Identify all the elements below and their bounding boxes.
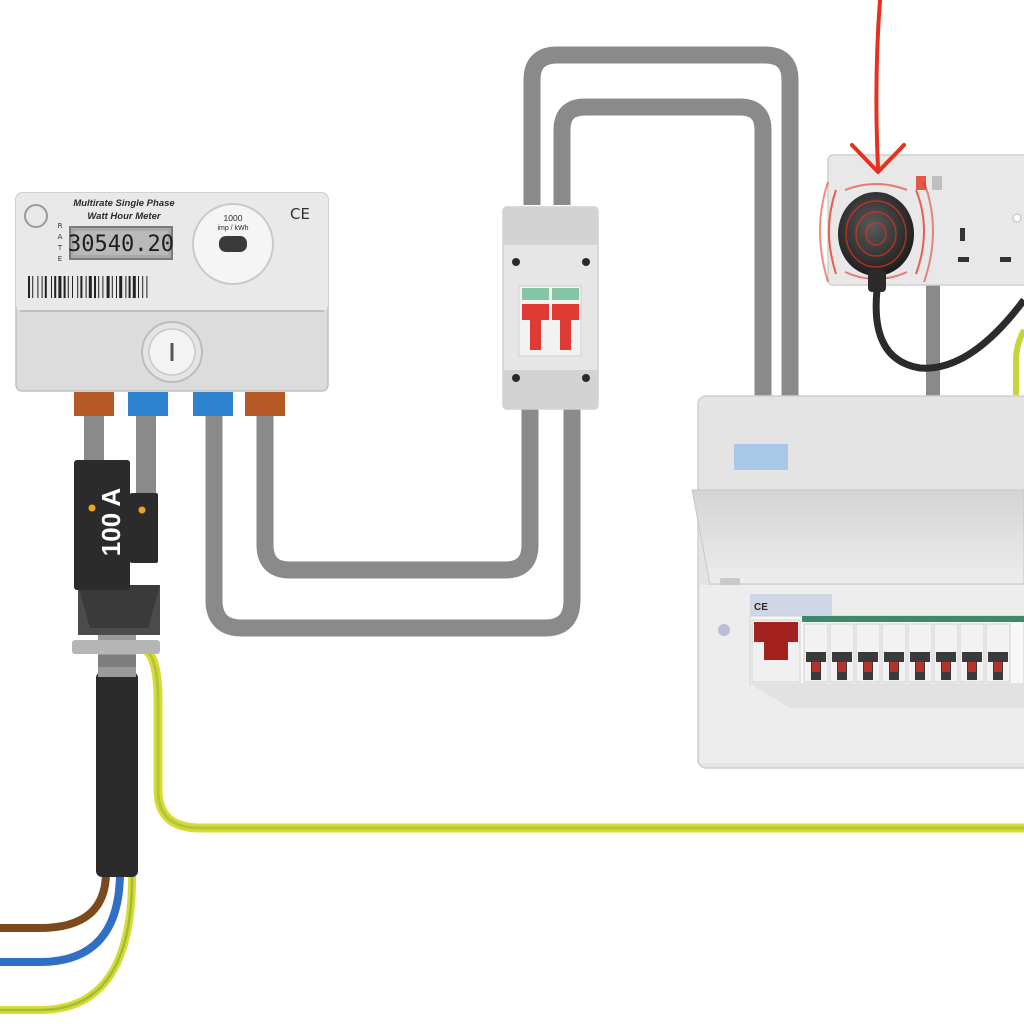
isolator-tail-outer bbox=[523, 46, 799, 400]
meter-tail-inner bbox=[256, 405, 539, 579]
rate-letter-e: E bbox=[58, 255, 62, 263]
supply-brown-conductor bbox=[0, 871, 110, 932]
supply-blue-conductor bbox=[0, 871, 124, 966]
supply-cable-gland bbox=[98, 632, 136, 677]
rate-letter-a: A bbox=[58, 233, 63, 241]
consumer-unit-ce-mark: CE bbox=[754, 602, 768, 613]
consumer-unit-label bbox=[734, 444, 788, 470]
meter-title-line2: Watt Hour Meter bbox=[87, 211, 161, 222]
meter-to-fuse-tail-right bbox=[136, 410, 156, 495]
meter-terminal-blue-out bbox=[193, 392, 233, 416]
socket-earth bbox=[1013, 328, 1024, 395]
consumer-unit-lid bbox=[691, 489, 1024, 585]
isolator-toggle-right bbox=[552, 288, 579, 300]
annotation-arrow bbox=[850, 0, 906, 174]
consumer-unit: CE bbox=[691, 395, 1024, 769]
meter-terminal-blue-in bbox=[128, 392, 168, 416]
isolator-tail-inner bbox=[553, 98, 772, 400]
meter-indicator-light bbox=[24, 204, 48, 228]
supply-earth-conductor bbox=[0, 871, 137, 1014]
meter-tail-outer bbox=[205, 405, 581, 637]
mcb-row bbox=[803, 623, 1011, 683]
rate-letter-t: T bbox=[57, 244, 63, 252]
meter-barcode bbox=[28, 276, 148, 298]
meter-impulse-unit: imp / kWh bbox=[217, 225, 248, 232]
meter-title-line1: Multirate Single Phase bbox=[73, 198, 175, 209]
meter-ce-mark: CE bbox=[290, 205, 310, 223]
meter-to-fuse-tail-left bbox=[84, 410, 104, 465]
meter-terminal-brown-out bbox=[245, 392, 285, 416]
socket-conduit bbox=[926, 282, 940, 402]
electricity-meter: Multirate Single Phase Watt Hour Meter R… bbox=[15, 192, 329, 416]
fuse-rating-label: 100 A bbox=[96, 488, 126, 557]
isolator-toggle-left bbox=[522, 288, 549, 300]
meter-terminal-brown-in bbox=[74, 392, 114, 416]
vibrating-plug bbox=[819, 181, 934, 292]
supply-cable bbox=[96, 672, 138, 877]
plug-flex bbox=[872, 289, 1024, 372]
meter-impulse-led bbox=[219, 236, 247, 252]
meter-impulse-value: 1000 bbox=[224, 213, 243, 223]
rate-letter-r: R bbox=[58, 222, 63, 230]
service-fuse: 100 A bbox=[74, 460, 160, 635]
consumer-unit-screw bbox=[718, 624, 730, 636]
isolator-switch bbox=[502, 206, 599, 410]
meter-reading: 30540.20 bbox=[68, 232, 174, 257]
